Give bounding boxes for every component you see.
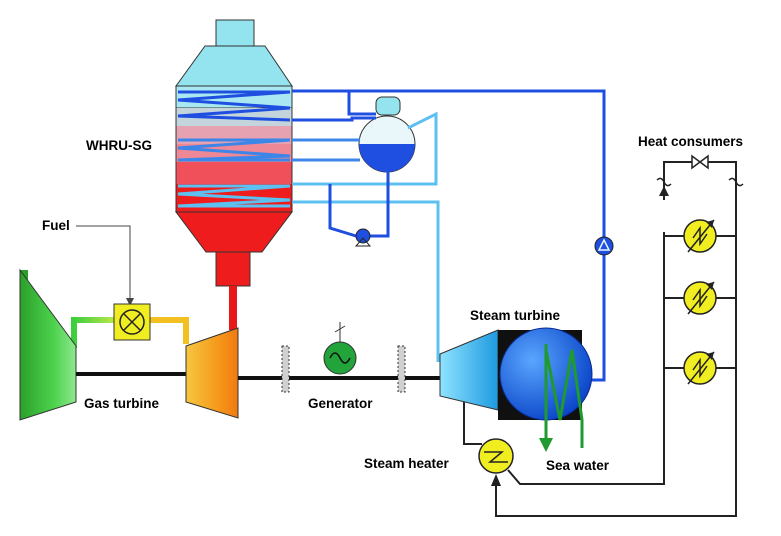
throttle-left-icon	[656, 177, 672, 187]
whru-coil-evaporator	[177, 138, 291, 162]
label-steam-turbine: Steam turbine	[470, 308, 561, 323]
label-steam-heater: Steam heater	[364, 456, 450, 471]
label-fuel: Fuel	[42, 218, 70, 233]
heat-exchanger-icon	[478, 438, 514, 474]
label-sea-water: Sea water	[546, 458, 610, 473]
steam-drum	[358, 96, 416, 173]
gas-turbine	[19, 268, 239, 421]
shaft	[238, 345, 440, 393]
cross-valve-icon[interactable]	[113, 303, 151, 341]
heat-consumer-1	[683, 219, 717, 253]
whru-coil-economizer	[177, 90, 291, 122]
label-generator: Generator	[308, 396, 373, 411]
label-gas-turbine: Gas turbine	[84, 396, 160, 411]
label-whru-sg: WHRU-SG	[86, 138, 152, 153]
whru-coil-superheater	[177, 184, 291, 208]
sine-wave-icon	[323, 322, 357, 375]
circle-pump-icon	[354, 228, 372, 247]
condensate-pump-icon	[594, 236, 614, 256]
bowtie-valve-icon[interactable]	[691, 154, 709, 170]
steam-turbine	[439, 327, 593, 452]
label-heat-consumers: Heat consumers	[638, 134, 743, 149]
heat-consumer-2	[683, 281, 717, 315]
heat-consumer-3	[683, 351, 717, 385]
whru-sg-boiler	[175, 19, 293, 287]
throttle-right-icon	[728, 177, 744, 187]
exhaust-duct	[229, 286, 237, 330]
